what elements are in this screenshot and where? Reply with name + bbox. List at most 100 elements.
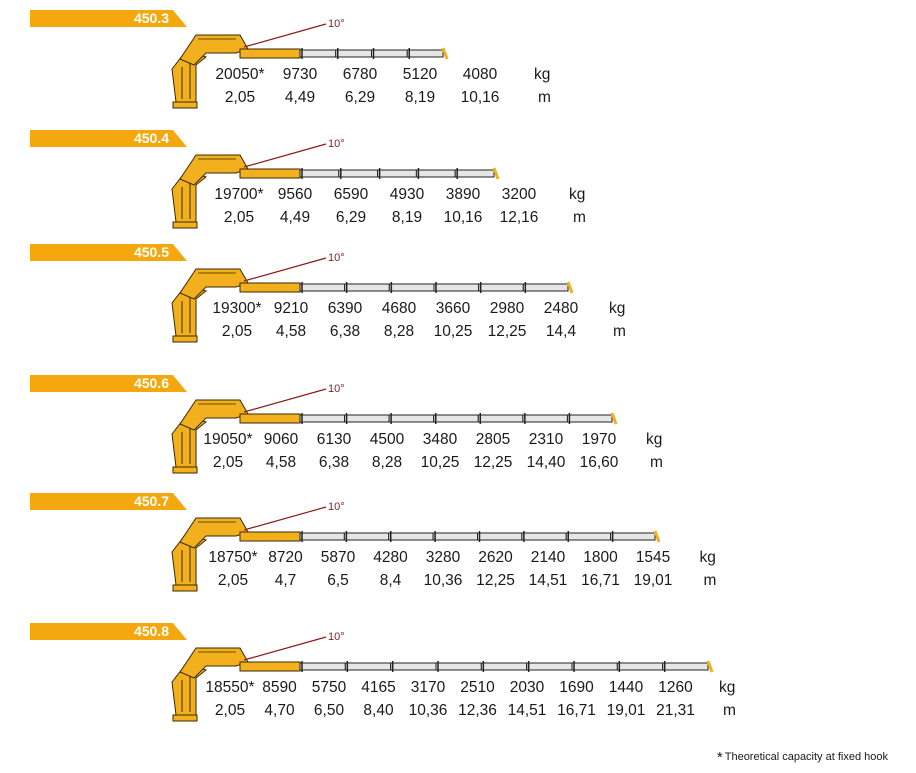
crane-inner-arm	[179, 517, 249, 549]
boom-extension	[377, 169, 417, 178]
model-tag: 450.8	[30, 623, 187, 640]
capacity-value: 3480	[422, 431, 458, 448]
angle-label: 10°	[328, 18, 345, 30]
reach-value: 2,05	[224, 89, 256, 106]
reach-value: 6,5	[327, 572, 349, 589]
capacity-value: 1260	[658, 679, 693, 696]
capacity-unit: kg	[609, 300, 626, 317]
boom-extension	[299, 662, 346, 671]
reach-value: 12,25	[487, 323, 527, 340]
capacity-value: 6390	[327, 300, 363, 317]
reach-value: 10,16	[460, 89, 500, 106]
reach-unit: m	[650, 454, 663, 471]
model-tag: 450.3	[30, 10, 187, 27]
capacity-value: 9560	[277, 186, 313, 203]
capacity-value: 2480	[543, 300, 579, 317]
reach-value: 10,16	[443, 209, 483, 226]
boom-extension	[299, 414, 346, 423]
capacity-value: 2030	[509, 679, 545, 696]
reach-value: 2,05	[221, 323, 253, 340]
reach-value: 6,29	[344, 89, 376, 106]
boom-extension	[433, 414, 479, 423]
model-tag: 450.5	[30, 244, 187, 261]
capacity-value: 1800	[583, 549, 618, 566]
footnote: *Theoretical capacity at fixed hook	[717, 749, 888, 766]
reach-value: 6,38	[318, 454, 350, 471]
capacity-value: 2510	[460, 679, 495, 696]
capacity-value: 6590	[333, 186, 369, 203]
capacity-value: 3170	[410, 679, 446, 696]
boom-extension	[616, 662, 664, 671]
boom-extension	[415, 169, 456, 178]
capacity-value: 2980	[489, 300, 525, 317]
boom-extension	[432, 532, 478, 541]
boom-extension	[388, 283, 435, 292]
reach-value: 14,51	[507, 702, 547, 719]
boom-extension	[344, 662, 392, 671]
boom-extension	[406, 49, 444, 58]
boom-extension	[390, 662, 437, 671]
reach-value: 8,19	[404, 89, 436, 106]
reach-value: 10,36	[423, 572, 463, 589]
reach-value: 14,40	[526, 454, 566, 471]
reach-value: 10,36	[408, 702, 448, 719]
boom-extension	[610, 532, 656, 541]
capacity-value: 4680	[381, 300, 417, 317]
capacity-value: 2620	[478, 549, 513, 566]
reach-value: 6,38	[329, 323, 361, 340]
reach-value: 2,05	[212, 454, 244, 471]
reach-value: 8,40	[363, 702, 394, 719]
angle-line	[243, 143, 327, 168]
reach-value: 16,71	[557, 702, 596, 719]
reach-value: 8,19	[391, 209, 423, 226]
capacity-value: 5870	[320, 549, 356, 566]
boom-extension	[388, 532, 434, 541]
reach-value: 8,28	[371, 454, 403, 471]
boom-extension	[478, 283, 524, 292]
crane-inner-arm	[179, 399, 249, 431]
reach-value: 12,36	[458, 702, 497, 719]
reach-value: 19,01	[633, 572, 673, 589]
reach-value: 21,31	[656, 702, 695, 719]
angle-label: 10°	[328, 383, 345, 395]
capacity-value: 3660	[435, 300, 471, 317]
angle-label: 10°	[328, 138, 345, 150]
capacity-value: 1690	[559, 679, 594, 696]
reach-value: 4,49	[284, 89, 316, 106]
reach-value: 4,49	[279, 209, 311, 226]
capacity-value: 3280	[425, 549, 461, 566]
capacity-value: 1545	[635, 549, 671, 566]
capacity-value: 18550*	[205, 679, 255, 696]
boom-extension	[454, 169, 495, 178]
crane-inner-arm	[179, 34, 249, 66]
reach-unit: m	[573, 209, 586, 226]
reach-value: 10,25	[433, 323, 473, 340]
boom-extension	[477, 532, 523, 541]
capacity-unit: kg	[569, 186, 586, 203]
boom-extension	[571, 662, 618, 671]
model-name: 450.7	[133, 493, 169, 509]
capacity-value: 20050*	[215, 66, 265, 83]
reach-value: 6,50	[313, 702, 345, 719]
capacity-value: 3890	[445, 186, 481, 203]
boom-extension	[299, 283, 346, 292]
crane-illustration: 10°	[171, 18, 449, 109]
capacity-value: 8590	[262, 679, 297, 696]
capacity-value: 2805	[475, 431, 511, 448]
crane-illustration: 10°	[171, 138, 500, 229]
capacity-value: 1970	[581, 431, 617, 448]
footnote-text: Theoretical capacity at fixed hook	[724, 751, 888, 763]
capacity-value: 4165	[361, 679, 396, 696]
reach-unit: m	[703, 572, 717, 589]
capacity-value: 4080	[462, 66, 498, 83]
reach-value: 4,70	[264, 702, 295, 719]
capacity-value: 9730	[282, 66, 318, 83]
angle-label: 10°	[328, 501, 345, 513]
reach-value: 12,25	[476, 572, 515, 589]
capacity-value: 19050*	[203, 431, 253, 448]
